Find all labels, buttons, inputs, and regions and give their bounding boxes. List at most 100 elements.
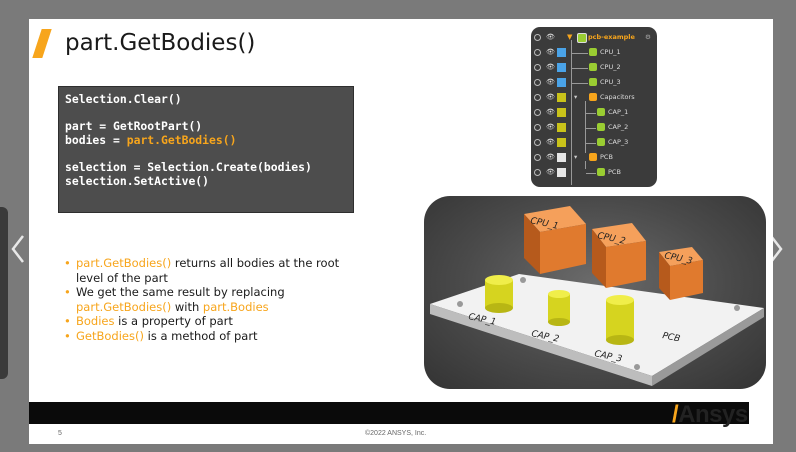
mounting-hole <box>734 305 740 311</box>
color-swatch <box>557 153 566 162</box>
pin-icon[interactable] <box>534 94 541 101</box>
cap1-base <box>485 303 513 313</box>
tree-item[interactable]: 👁 CPU_2 <box>531 61 657 76</box>
eye-icon[interactable]: 👁 <box>546 93 555 101</box>
eye-icon[interactable]: 👁 <box>546 138 555 146</box>
eye-icon[interactable]: 👁 <box>546 168 555 176</box>
color-swatch <box>557 63 566 72</box>
cpu2-front <box>606 241 646 288</box>
cpu2-side <box>592 229 606 288</box>
slide: part.GetBodies() Selection.Clear() part =… <box>29 19 773 444</box>
side-panel <box>0 207 8 379</box>
copyright: ©2022 ANSYS, Inc. <box>365 430 427 437</box>
tree-item-label: CAP_3 <box>608 138 629 146</box>
tree-item[interactable]: 👁 PCB <box>531 166 657 181</box>
tree-item-label: PCB <box>600 153 613 161</box>
expand-icon[interactable]: ▾ <box>574 153 578 161</box>
color-swatch <box>557 108 566 117</box>
bullet-item: part.GetBodies() returns all bodies at t… <box>62 256 362 285</box>
tree-item-label: CAP_1 <box>608 108 629 116</box>
expand-icon[interactable]: ▼ <box>567 33 573 41</box>
mounting-hole <box>634 364 640 370</box>
tree-item[interactable]: 👁 CPU_1 <box>531 46 657 61</box>
pin-icon[interactable] <box>534 34 541 41</box>
code-line: Selection.Clear() <box>65 92 182 106</box>
color-swatch <box>557 138 566 147</box>
code-highlight: part.GetBodies() <box>126 132 237 147</box>
ansys-logo: /Ansys <box>672 401 748 428</box>
color-swatch <box>557 78 566 87</box>
eye-icon[interactable]: 👁 <box>546 123 555 131</box>
body-icon <box>589 78 597 86</box>
code-line: selection = Selection.Create(bodies) <box>65 159 312 174</box>
eye-icon[interactable]: 👁 <box>546 63 555 71</box>
pin-icon[interactable] <box>534 124 541 131</box>
bullet-item: GetBodies() is a method of part <box>62 329 362 344</box>
tree-item[interactable]: 👁 CPU_3 <box>531 76 657 91</box>
tree-item-label: CAP_2 <box>608 123 629 131</box>
footer-bar <box>29 402 749 424</box>
cpu3-front <box>670 260 703 300</box>
code-line: part = GetRootPart() <box>65 119 203 134</box>
tree-item[interactable]: 👁 ▾ Capacitors <box>531 91 657 106</box>
title-accent <box>32 29 52 58</box>
eye-icon[interactable]: 👁 <box>546 108 555 116</box>
pin-icon[interactable] <box>534 169 541 176</box>
body-icon <box>597 123 605 131</box>
pin-icon[interactable] <box>534 109 541 116</box>
pin-icon[interactable] <box>534 64 541 71</box>
code-block: Selection.Clear() part = GetRootPart()bod… <box>58 86 354 213</box>
tree-item-label: CPU_1 <box>600 48 621 56</box>
color-swatch <box>557 123 566 132</box>
pcb-board-top <box>430 274 764 376</box>
eye-icon[interactable]: 👁 <box>546 78 555 86</box>
eye-icon[interactable]: 👁 <box>546 33 555 41</box>
previous-slide-icon[interactable] <box>10 234 26 264</box>
tree-item[interactable]: 👁 ▾ PCB <box>531 151 657 166</box>
pin-icon[interactable] <box>534 154 541 161</box>
logo-slash-icon: / <box>672 401 679 428</box>
settings-icon[interactable]: ⚙ <box>645 33 651 41</box>
cap2-top <box>548 290 570 298</box>
tree-root-label: pcb-example <box>588 33 635 41</box>
component-icon <box>589 153 597 161</box>
pin-icon[interactable] <box>534 79 541 86</box>
tree-item-label: CPU_3 <box>600 78 621 86</box>
body-icon <box>597 168 605 176</box>
bullet-item: We get the same result by replacing part… <box>62 285 362 314</box>
cpu3-side <box>659 252 670 300</box>
tree-item-label: PCB <box>608 168 621 176</box>
pcb-board-side <box>430 304 652 386</box>
cpu1-side <box>524 214 540 274</box>
eye-icon[interactable]: 👁 <box>546 153 555 161</box>
pcb-label: PCB <box>661 331 681 345</box>
cap1-top <box>485 275 513 285</box>
color-swatch <box>557 93 566 102</box>
pin-icon[interactable] <box>534 49 541 56</box>
cap3-top <box>606 295 634 305</box>
pin-icon[interactable] <box>534 139 541 146</box>
color-swatch <box>557 168 566 177</box>
tree-item[interactable]: 👁 CAP_2 <box>531 121 657 136</box>
structure-tree: 👁 ▼ pcb-example ⚙ 👁 CPU_1 👁 CPU_2 👁 CPU_… <box>531 27 657 187</box>
code-line: bodies = <box>65 132 127 147</box>
page-number: 5 <box>58 430 62 437</box>
eye-icon[interactable]: 👁 <box>546 48 555 56</box>
expand-icon[interactable]: ▾ <box>574 93 578 101</box>
body-icon <box>597 108 605 116</box>
slide-title: part.GetBodies() <box>65 30 256 56</box>
cap3-base <box>606 335 634 345</box>
tree-item-label: CPU_2 <box>600 63 621 71</box>
cap3-body <box>606 300 634 340</box>
code-line: selection.SetActive() <box>65 173 210 188</box>
pcb-3d-view[interactable]: CPU_1 CPU_2 CPU_3 CAP_1 CAP_2 CAP_3 PCB <box>424 196 766 389</box>
bullet-item: Bodies is a property of part <box>62 314 362 329</box>
component-icon <box>589 93 597 101</box>
color-swatch <box>557 48 566 57</box>
next-slide-icon[interactable] <box>768 234 784 264</box>
tree-item[interactable]: 👁 CAP_3 <box>531 136 657 151</box>
cpu1-front <box>540 224 586 274</box>
cpu1-top <box>524 206 586 232</box>
tree-item[interactable]: 👁 CAP_1 <box>531 106 657 121</box>
tree-root[interactable]: 👁 ▼ pcb-example ⚙ <box>531 31 657 46</box>
